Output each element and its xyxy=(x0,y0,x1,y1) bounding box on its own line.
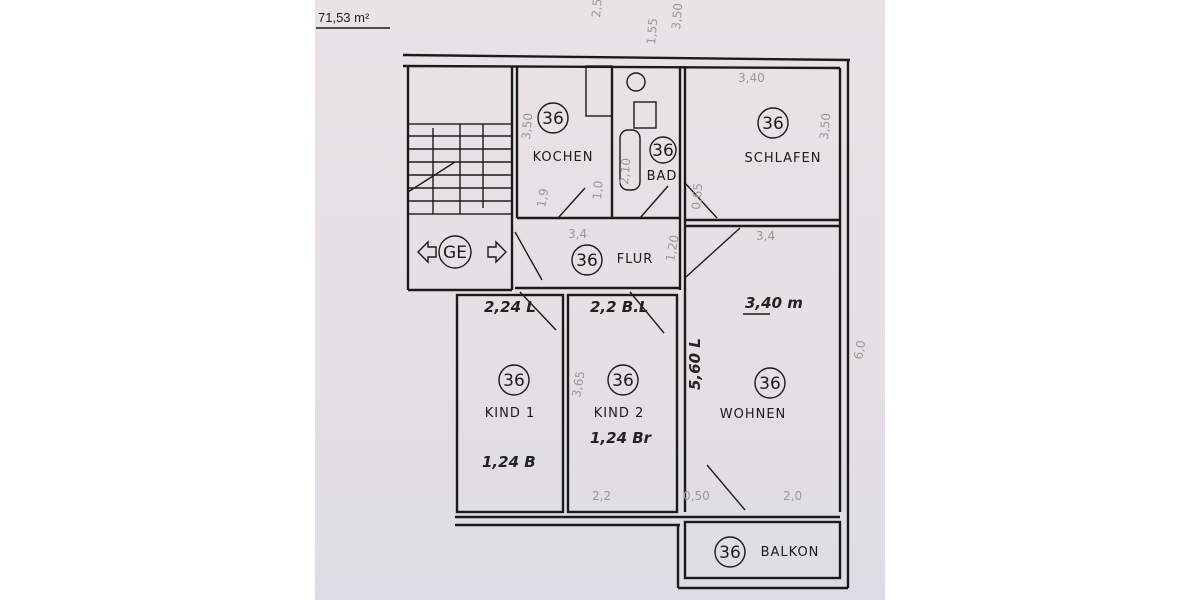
floor-plan-photo xyxy=(315,0,885,600)
svg-text:KOCHEN: KOCHEN xyxy=(533,150,594,165)
stair-label: GE xyxy=(443,243,467,263)
svg-text:BALKON: BALKON xyxy=(761,545,820,560)
svg-text:SCHLAFEN: SCHLAFEN xyxy=(745,151,822,166)
svg-text:36: 36 xyxy=(759,374,781,394)
svg-text:2,10: 2,10 xyxy=(617,157,633,185)
arrow-right-icon xyxy=(487,240,507,264)
doors xyxy=(514,183,746,511)
svg-text:36: 36 xyxy=(576,251,598,271)
fixtures xyxy=(585,65,657,191)
svg-text:2,0: 2,0 xyxy=(783,489,802,503)
arrow-left-icon xyxy=(417,240,437,264)
svg-text:1,0: 1,0 xyxy=(590,180,606,200)
svg-text:1,24 B: 1,24 B xyxy=(482,453,536,471)
bathtub-icon xyxy=(619,129,641,191)
svg-text:KIND 2: KIND 2 xyxy=(594,406,645,421)
room-balkon: 36 BALKON xyxy=(714,536,820,568)
pencil-dimensions: 2,5 1,55 3,50 3,40 3,50 3,50 1,9 1,0 2,1… xyxy=(519,0,868,503)
svg-text:BAD: BAD xyxy=(647,169,678,184)
sink-icon xyxy=(633,101,657,129)
svg-text:WOHNEN: WOHNEN xyxy=(720,407,787,422)
svg-text:3,65: 3,65 xyxy=(569,370,587,399)
svg-text:3,40: 3,40 xyxy=(738,71,765,85)
svg-text:1,55: 1,55 xyxy=(644,17,660,45)
svg-text:2,2: 2,2 xyxy=(592,489,611,503)
svg-text:36: 36 xyxy=(503,371,525,391)
svg-text:3,50: 3,50 xyxy=(817,112,833,140)
svg-text:3,40 m: 3,40 m xyxy=(745,294,803,312)
toilet-icon xyxy=(626,72,646,92)
stove-icon xyxy=(585,65,613,117)
svg-text:FLUR: FLUR xyxy=(617,252,654,267)
svg-text:36: 36 xyxy=(542,109,564,129)
svg-text:36: 36 xyxy=(719,543,741,563)
handwritten-notes: 2,24 L 2,2 B.L 3,40 m 5,60 L 1,24 B 1,24… xyxy=(482,294,803,471)
svg-text:3,50: 3,50 xyxy=(519,112,535,140)
svg-text:3,50: 3,50 xyxy=(669,2,685,30)
svg-text:2,5: 2,5 xyxy=(589,0,605,18)
svg-text:36: 36 xyxy=(762,114,784,134)
svg-text:6,0: 6,0 xyxy=(851,339,868,360)
svg-text:KIND 1: KIND 1 xyxy=(485,406,536,421)
svg-text:36: 36 xyxy=(612,371,634,391)
svg-text:0,65: 0,65 xyxy=(689,182,705,210)
svg-text:3,4: 3,4 xyxy=(568,227,587,241)
room-flur: 36 FLUR xyxy=(571,244,654,276)
svg-text:36: 36 xyxy=(652,141,674,161)
svg-text:1,20: 1,20 xyxy=(663,234,681,263)
svg-text:0,50: 0,50 xyxy=(683,489,710,503)
svg-text:3,4: 3,4 xyxy=(756,229,775,243)
svg-text:5,60 L: 5,60 L xyxy=(686,338,704,390)
total-area: 71,53 m² xyxy=(318,10,370,25)
staircase: GE xyxy=(407,123,513,269)
svg-text:1,24 Br: 1,24 Br xyxy=(590,429,653,447)
svg-text:2,2 B.L: 2,2 B.L xyxy=(590,298,648,316)
svg-text:2,24 L: 2,24 L xyxy=(484,298,536,316)
svg-text:1,9: 1,9 xyxy=(534,187,551,208)
